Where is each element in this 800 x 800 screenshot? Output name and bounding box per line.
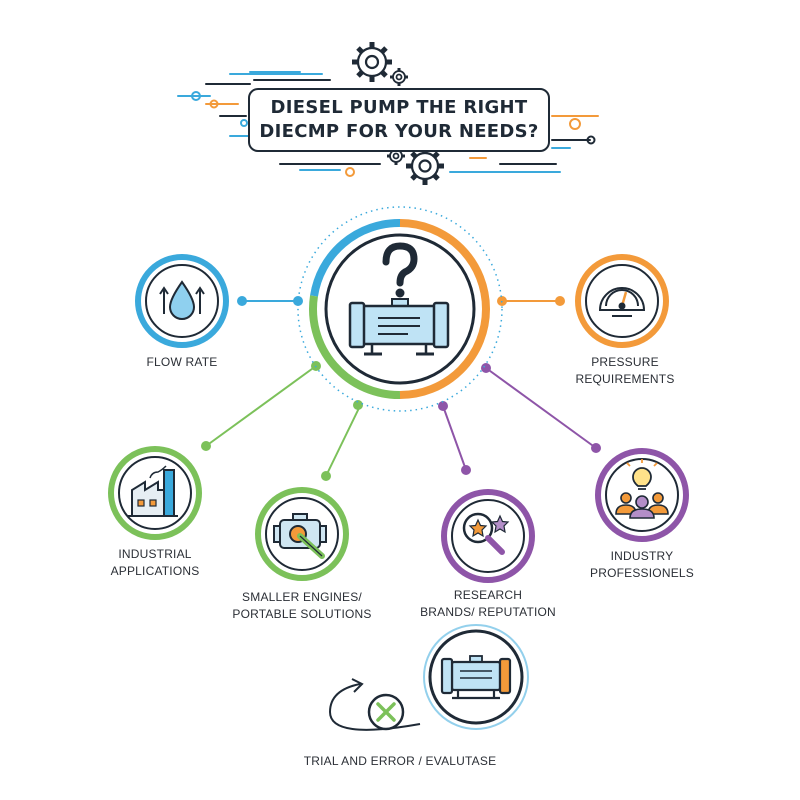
trial-label: TRIAL AND ERROR / EVALUTASE [303,754,497,768]
professionals-label: INDUSTRY PROFESSIONELS [590,549,694,580]
gear-icon [352,42,392,82]
pump-question-icon [348,242,450,356]
water-drop-icon [159,280,205,320]
gear-icon [390,68,408,86]
connector-dots [201,296,601,481]
smaller-engines-label: SMALLER ENGINES/ PORTABLE SOLUTIONS [232,590,372,621]
connectors [205,300,597,477]
magnifier-star-icon [462,512,510,555]
factory-icon [128,465,178,517]
error-x-icon [367,693,405,731]
pressure-gauge-icon [598,287,646,317]
gear-icon [406,147,444,185]
title-line-2: DIECMP FOR YOUR NEEDS? [259,121,539,142]
flow-rate-label: FLOW RATE [146,355,218,369]
pressure-label: PRESSURE REQUIREMENTS [575,355,675,386]
page-title: DIESEL PUMP THE RIGHT DIECMP FOR YOUR NE… [248,88,550,152]
people-lightbulb-icon [615,459,669,519]
industrial-label: INDUSTRIAL APPLICATIONS [110,547,200,578]
engine-wrench-icon [273,513,327,559]
research-label: RESEARCH BRANDS/ REPUTATION [420,588,556,619]
title-decoration [177,71,599,177]
title-line-1: DIESEL PUMP THE RIGHT [270,97,528,118]
pump-icon [440,655,512,700]
cycle-arrow-icon [328,678,421,731]
professionals-node [595,448,689,542]
